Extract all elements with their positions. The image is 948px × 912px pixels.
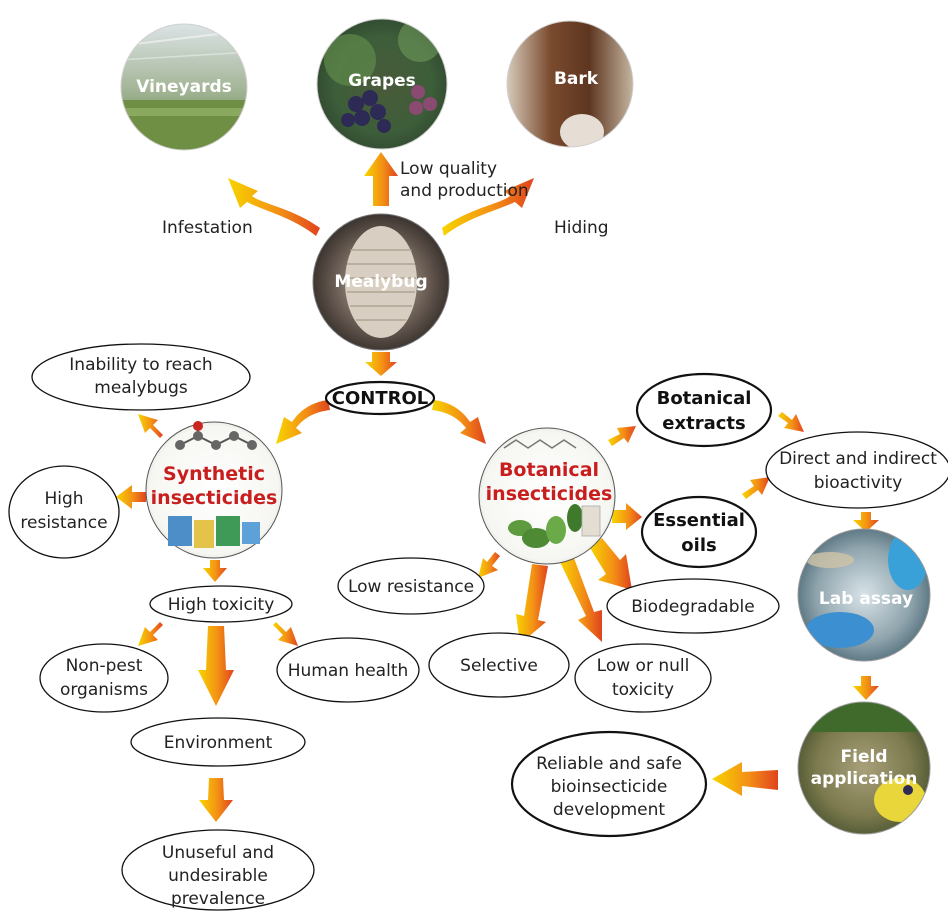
high-resistance-line-1: High: [44, 489, 83, 509]
arrow-to-inability: [138, 414, 163, 438]
synthetic-title-1: Synthetic: [163, 463, 265, 485]
oils-line-1: Essential: [653, 510, 745, 531]
arrow-to-prevalence: [199, 778, 233, 822]
selective-node: Selective: [428, 632, 570, 698]
reliable-line-2: bioinsecticide: [551, 777, 668, 797]
arrow-hiding: [442, 178, 534, 236]
molecule-icon: [503, 439, 577, 449]
low-quality-label-1: Low quality: [400, 159, 497, 179]
photo-grapes: Grapes: [316, 18, 448, 150]
botanical-title-2: insecticides: [486, 483, 613, 505]
low-quality-label-2: and production: [400, 181, 529, 201]
inability-node: Inability to reach mealybugs: [31, 343, 251, 411]
arrow-to-environment: [198, 626, 234, 706]
arrow-to-selective: [516, 564, 548, 644]
botanical-title-1: Botanical: [499, 459, 599, 481]
non-pest-node: Non-pest organisms: [39, 643, 169, 713]
non-pest-line-1: Non-pest: [66, 656, 143, 676]
arrow-to-biodegradable: [590, 538, 632, 590]
prevalence-node: Unuseful and undesirable prevalence: [121, 829, 315, 911]
bioactivity-line-2: bioactivity: [814, 473, 903, 493]
infestation-label: Infestation: [162, 218, 253, 238]
synthetic-insecticides-node: Synthetic insecticides: [145, 421, 283, 559]
lab-assay-label: Lab assay: [819, 589, 913, 609]
control-label: CONTROL: [332, 388, 429, 409]
reliable-line-3: development: [553, 800, 665, 820]
arrow-to-field: [853, 676, 879, 700]
oils-line-2: oils: [681, 535, 716, 556]
arrow-to-high-resistance: [116, 485, 146, 509]
arrows: [116, 152, 879, 822]
arrow-to-non-pest: [138, 622, 163, 646]
field-label-1: Field: [841, 747, 888, 767]
arrow-to-lab: [853, 512, 879, 532]
arrow-to-essential-oils: [612, 503, 642, 530]
inability-line-1: Inability to reach: [69, 355, 212, 375]
low-resistance-node: Low resistance: [337, 557, 485, 615]
arrow-oils-bioactivity: [742, 477, 770, 499]
arrow-extracts-bioactivity: [778, 412, 804, 432]
selective-label: Selective: [460, 656, 538, 676]
arrow-infestation: [228, 178, 320, 236]
essential-oils-node: Essential oils: [640, 495, 758, 569]
high-resistance-line-2: resistance: [20, 513, 107, 533]
high-toxicity-label: High toxicity: [168, 595, 275, 615]
low-resistance-label: Low resistance: [348, 577, 474, 597]
arrow-to-low-resistance: [478, 552, 500, 578]
non-pest-line-2: organisms: [60, 680, 148, 700]
extracts-line-1: Botanical: [657, 388, 752, 409]
plant-leaves-icon: [508, 504, 601, 548]
field-label-2: application: [811, 769, 918, 789]
extracts-line-2: extracts: [662, 413, 745, 434]
high-toxicity-node: High toxicity: [149, 585, 293, 623]
environment-label: Environment: [164, 733, 273, 753]
photo-bark: Bark: [506, 20, 634, 148]
mealybug-label: Mealybug: [334, 272, 427, 292]
prevalence-line-1: Unuseful and: [162, 843, 274, 863]
arrow-control-botanical: [432, 400, 486, 444]
reliable-node: Reliable and safe bioinsecticide develop…: [510, 730, 708, 838]
environment-node: Environment: [130, 717, 306, 767]
arrow-low-quality: [364, 152, 398, 206]
biodegradable-node: Biodegradable: [606, 578, 780, 634]
photo-mealybug: Mealybug: [312, 213, 450, 351]
hiding-label: Hiding: [554, 218, 609, 238]
arrow-control-synthetic: [276, 400, 330, 444]
photo-vineyards: Vineyards: [120, 23, 248, 151]
arrow-to-human-health: [273, 622, 298, 646]
bioactivity-line-1: Direct and indirect: [779, 449, 937, 469]
prevalence-line-3: prevalence: [171, 889, 265, 909]
bioactivity-node: Direct and indirect bioactivity: [765, 431, 948, 509]
control-node: CONTROL: [324, 380, 436, 416]
grapes-label: Grapes: [348, 71, 416, 91]
human-health-node: Human health: [276, 637, 420, 703]
molecule-icon: [175, 421, 257, 450]
bark-label: Bark: [554, 69, 599, 89]
arrow-to-low-toxicity: [560, 558, 602, 642]
photo-field-application: Field application: [797, 701, 931, 835]
photo-lab-assay: Lab assay: [797, 528, 931, 662]
inability-line-2: mealybugs: [94, 378, 188, 398]
arrow-to-extracts: [608, 426, 636, 446]
human-health-label: Human health: [288, 661, 409, 681]
botanical-extracts-node: Botanical extracts: [635, 372, 773, 448]
vineyards-label: Vineyards: [136, 77, 232, 97]
low-toxicity-node: Low or null toxicity: [574, 643, 712, 713]
prevalence-line-2: undesirable: [168, 866, 268, 886]
reliable-line-1: Reliable and safe: [536, 754, 682, 774]
high-resistance-node: High resistance: [8, 465, 120, 559]
botanical-insecticides-node: Botanical insecticides: [478, 427, 616, 565]
low-toxicity-line-2: toxicity: [612, 680, 674, 700]
biodegradable-label: Biodegradable: [631, 597, 754, 617]
arrow-to-high-toxicity: [203, 560, 227, 582]
arrow-to-reliable: [712, 762, 778, 796]
product-packages-icon: [168, 516, 260, 548]
low-toxicity-line-1: Low or null: [597, 656, 690, 676]
synthetic-title-2: insecticides: [151, 487, 278, 509]
arrow-to-control: [365, 352, 397, 376]
